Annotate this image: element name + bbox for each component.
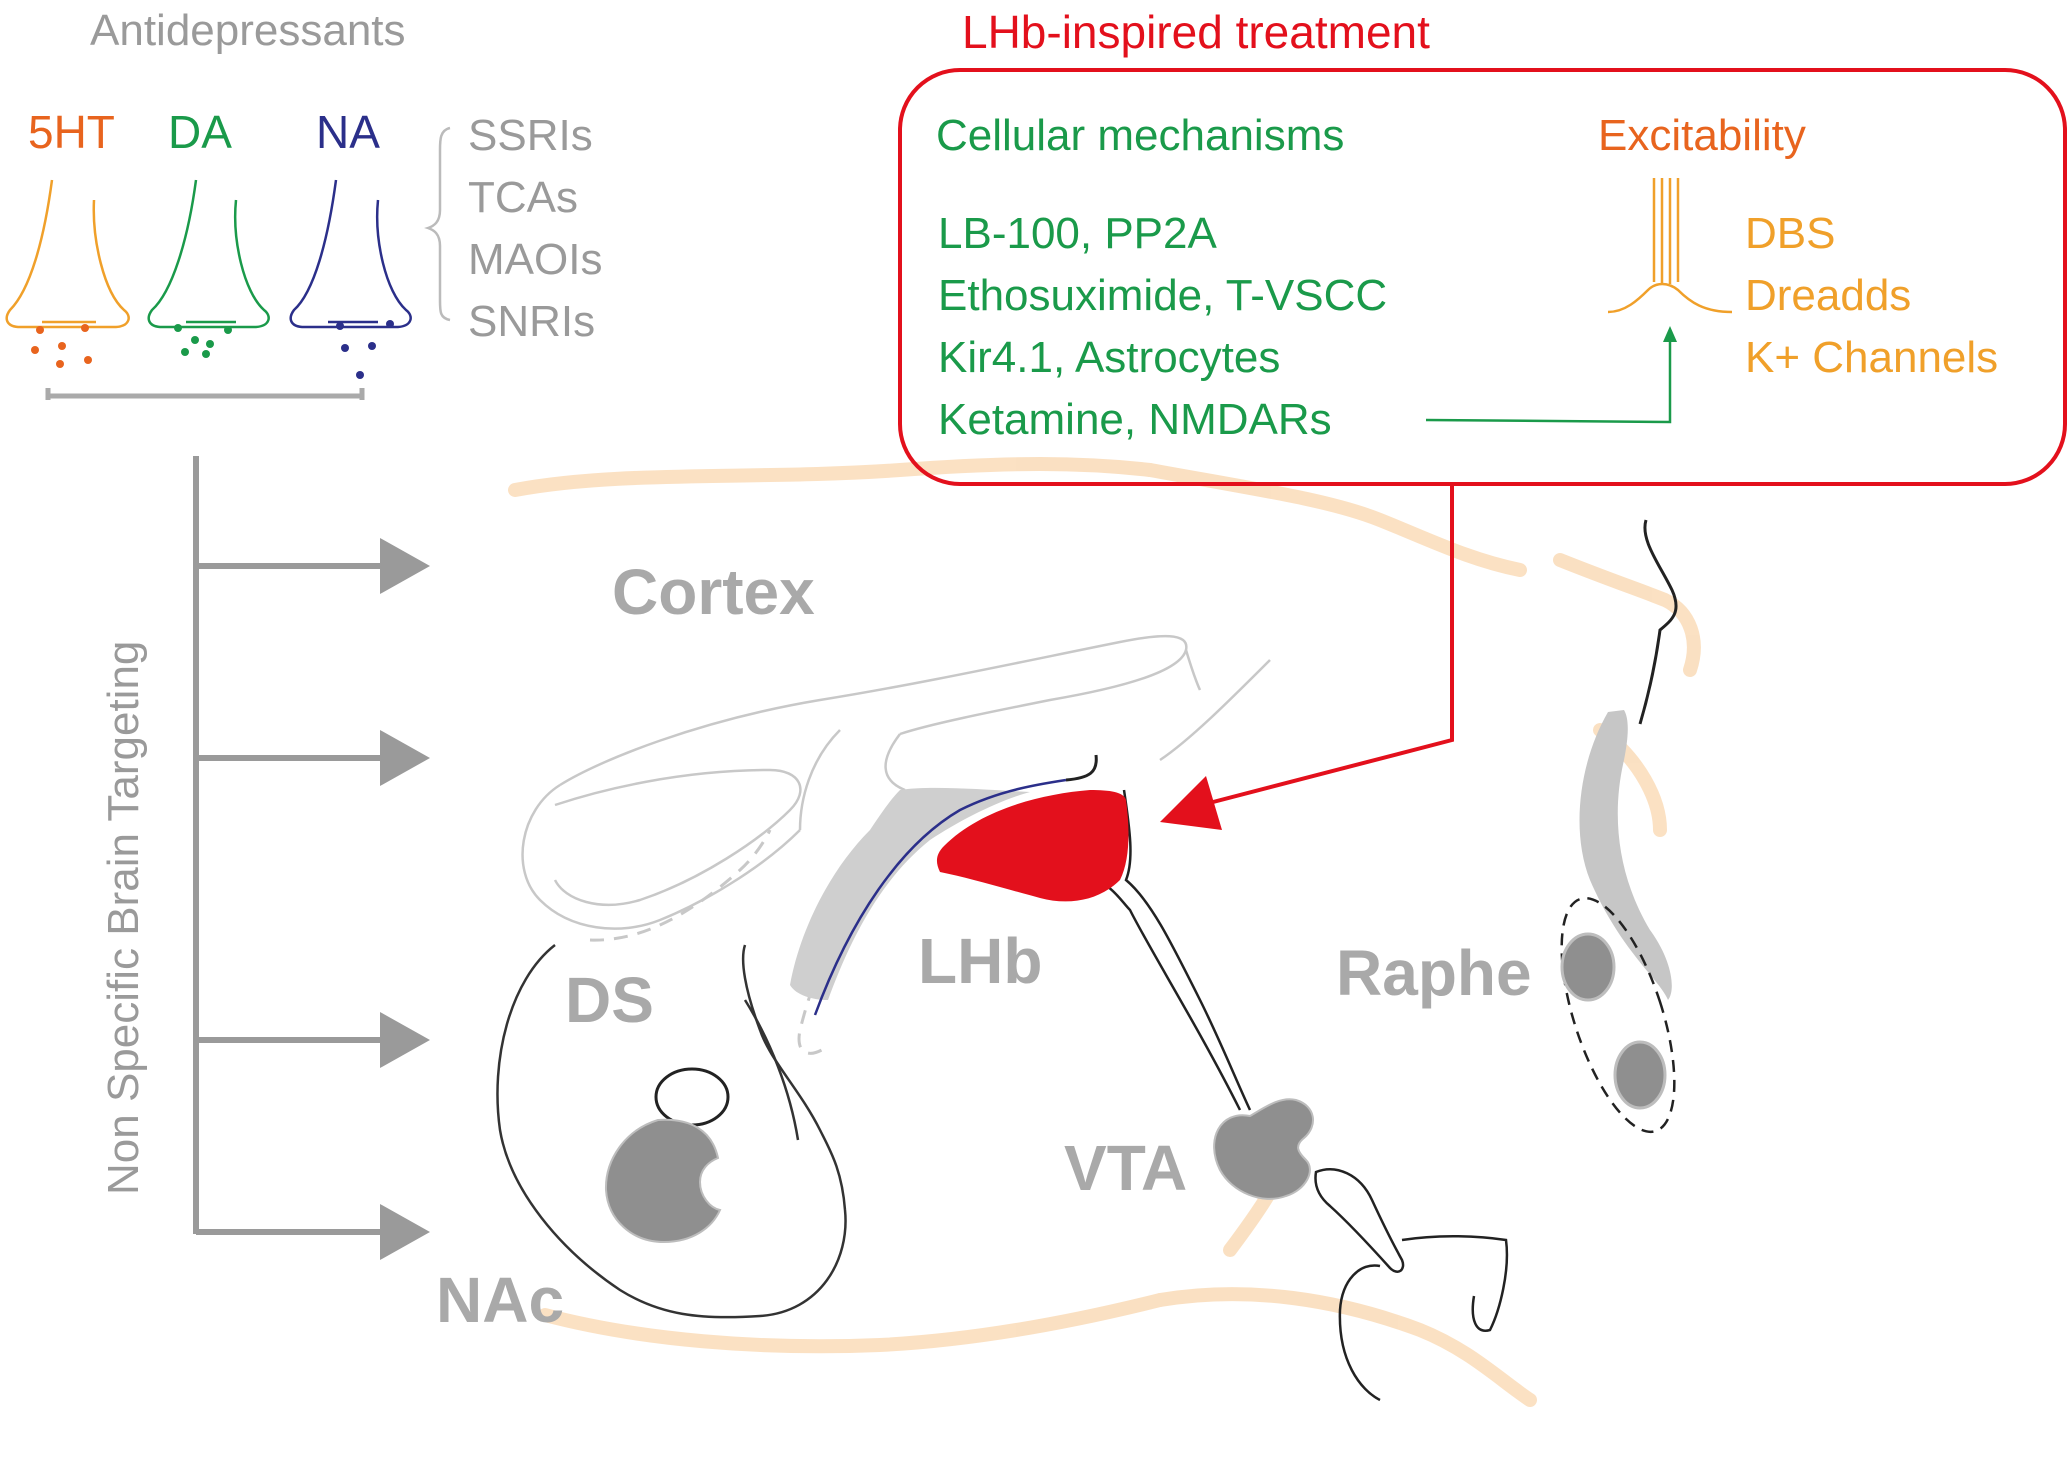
noradrenaline-dots (336, 320, 394, 379)
striatum-outline (496, 944, 847, 1319)
ketamine-to-excitability-arrow (1425, 326, 1677, 424)
label-da: DA (168, 106, 232, 158)
cellular-heading: Cellular mechanisms (936, 111, 1344, 160)
antidepressants-title: Antidepressants (90, 6, 406, 55)
terminal-da-icon (147, 179, 270, 329)
cellular-item-ethosuximide: Ethosuximide, T-VSCC (938, 271, 1387, 320)
lhb-treatment-box (898, 68, 2067, 486)
midbrain-outline (1314, 1168, 1509, 1402)
hippocampus-dashed (589, 829, 772, 942)
excitability-item-dbs: DBS (1745, 209, 1835, 258)
drug-class-snris: SNRIs (468, 297, 595, 346)
terminal-5ht-icon (5, 179, 130, 329)
drug-class-maois: MAOIs (468, 235, 602, 284)
dopamine-dots (174, 324, 232, 358)
box-to-lhb-arrow (1160, 484, 1454, 830)
raphe-dashed-region (1560, 896, 1676, 1134)
drug-classes-brace (424, 126, 451, 322)
anterior-commissure-icon (654, 1067, 730, 1127)
lhb-treatment-title: LHb-inspired treatment (962, 6, 1430, 58)
lhb-region (936, 790, 1129, 902)
arrow-cortex-icon (380, 538, 430, 594)
cellular-item-kir41: Kir4.1, Astrocytes (938, 333, 1280, 382)
cellular-item-ketamine: Ketamine, NMDARs (938, 395, 1332, 444)
excitability-item-kchannels: K+ Channels (1745, 333, 1998, 382)
cellular-item-lb100: LB-100, PP2A (938, 209, 1217, 258)
excitability-item-dreadds: Dreadds (1745, 271, 1911, 320)
stria-medullaris-line (813, 778, 1067, 1016)
arrow-nac-icon (380, 1204, 430, 1260)
region-label-cortex: Cortex (612, 556, 815, 628)
lhb-top-tick (1065, 754, 1098, 782)
region-label-vta: VTA (1064, 1132, 1187, 1204)
terminal-na-icon (289, 179, 412, 329)
raphe-nucleus-lower (1613, 1040, 1667, 1110)
drug-class-tcas: TCAs (468, 173, 578, 222)
nac-region (604, 1118, 722, 1244)
terminals-bracket (45, 388, 365, 400)
drug-class-ssris: SSRIs (468, 111, 593, 160)
label-na: NA (316, 106, 380, 158)
excitability-heading: Excitability (1598, 111, 1806, 160)
vta-region (1213, 1098, 1314, 1200)
region-label-nac: NAc (436, 1264, 564, 1336)
red-arrowhead-icon (1160, 776, 1222, 830)
region-label-lhb: LHb (918, 925, 1042, 997)
raphe-nucleus-upper (1560, 932, 1616, 1002)
fibre-band (790, 787, 1030, 1000)
nonspecific-targeting-label: Non Specific Brain Targeting (99, 641, 148, 1195)
region-label-ds: DS (565, 964, 654, 1036)
raphe-fibre-band (1579, 710, 1672, 1000)
arrow-lhb-icon (380, 730, 430, 786)
electrode-neuron-icon (1607, 178, 1733, 314)
hippocampus-outline (521, 634, 1271, 930)
nonspecific-arrows (193, 456, 430, 1260)
region-label-raphe: Raphe (1336, 937, 1532, 1009)
serotonin-dots (31, 324, 92, 368)
label-5ht: 5HT (28, 106, 115, 158)
raphe-boundary (1638, 519, 1678, 725)
arrow-ds-icon (380, 1012, 430, 1068)
fasciculus-line-2 (1122, 789, 1252, 1111)
